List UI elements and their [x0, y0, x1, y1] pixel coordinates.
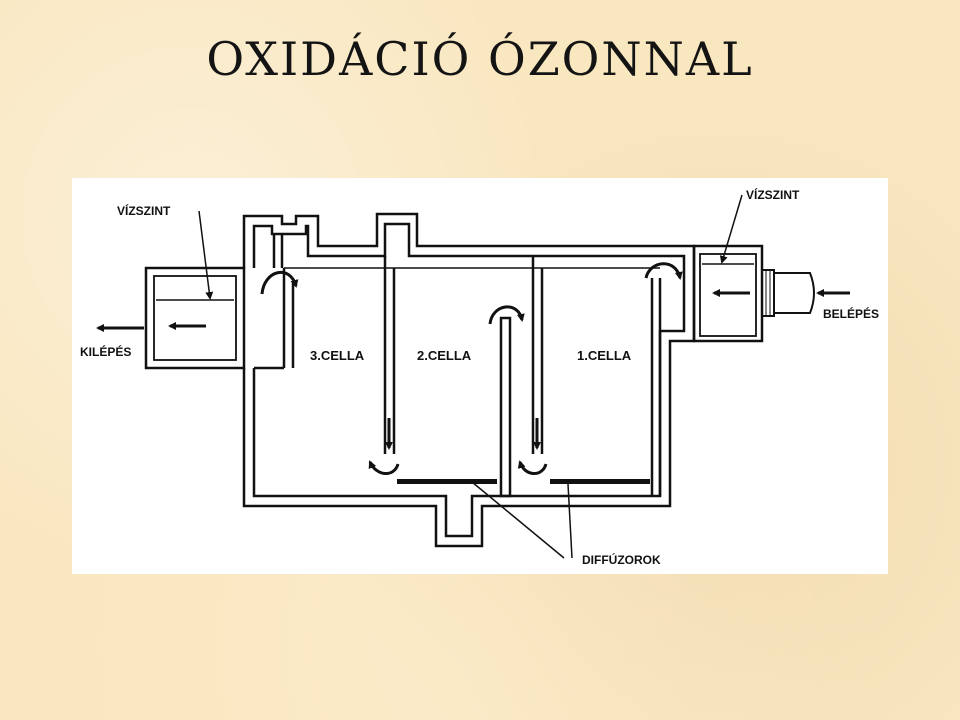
inlet-pipe	[761, 269, 775, 317]
tank-outer-wall	[242, 212, 696, 548]
diffusers	[397, 479, 650, 484]
cell-1-label: 1.CELLA	[577, 348, 632, 363]
leader-lines	[198, 194, 743, 559]
diffuser-right	[550, 479, 650, 484]
tank-inner-wall	[252, 222, 686, 538]
cell-2-label: 2.CELLA	[417, 348, 472, 363]
flow-arrow-over-right	[644, 262, 683, 280]
flow-arrow-over-left	[260, 270, 299, 295]
diffuser-left	[397, 479, 497, 484]
water-level-label-right: VÍZSZINT	[746, 187, 800, 202]
outlet-label: KILÉPÉS	[80, 344, 131, 359]
tank-structure	[144, 212, 815, 548]
flow-arrow-over-middle	[488, 305, 525, 325]
flow-arrows	[96, 262, 850, 475]
cell-3-label: 3.CELLA	[310, 348, 365, 363]
flow-arrow-under-left	[368, 460, 400, 475]
ozone-contactor-diagram: VÍZSZINT VÍZSZINT KILÉPÉS BELÉPÉS 3.CELL…	[72, 178, 888, 574]
slide-title: OXIDÁCIÓ ÓZONNAL	[206, 32, 754, 86]
middle-baffle	[499, 316, 512, 498]
flow-arrow-under-right	[517, 460, 548, 475]
inlet-label: BELÉPÉS	[823, 306, 879, 321]
water-level-label-left: VÍZSZINT	[117, 203, 171, 218]
diffusers-label: DIFFÚZOROK	[582, 552, 661, 567]
outlet-chamber	[144, 266, 246, 370]
